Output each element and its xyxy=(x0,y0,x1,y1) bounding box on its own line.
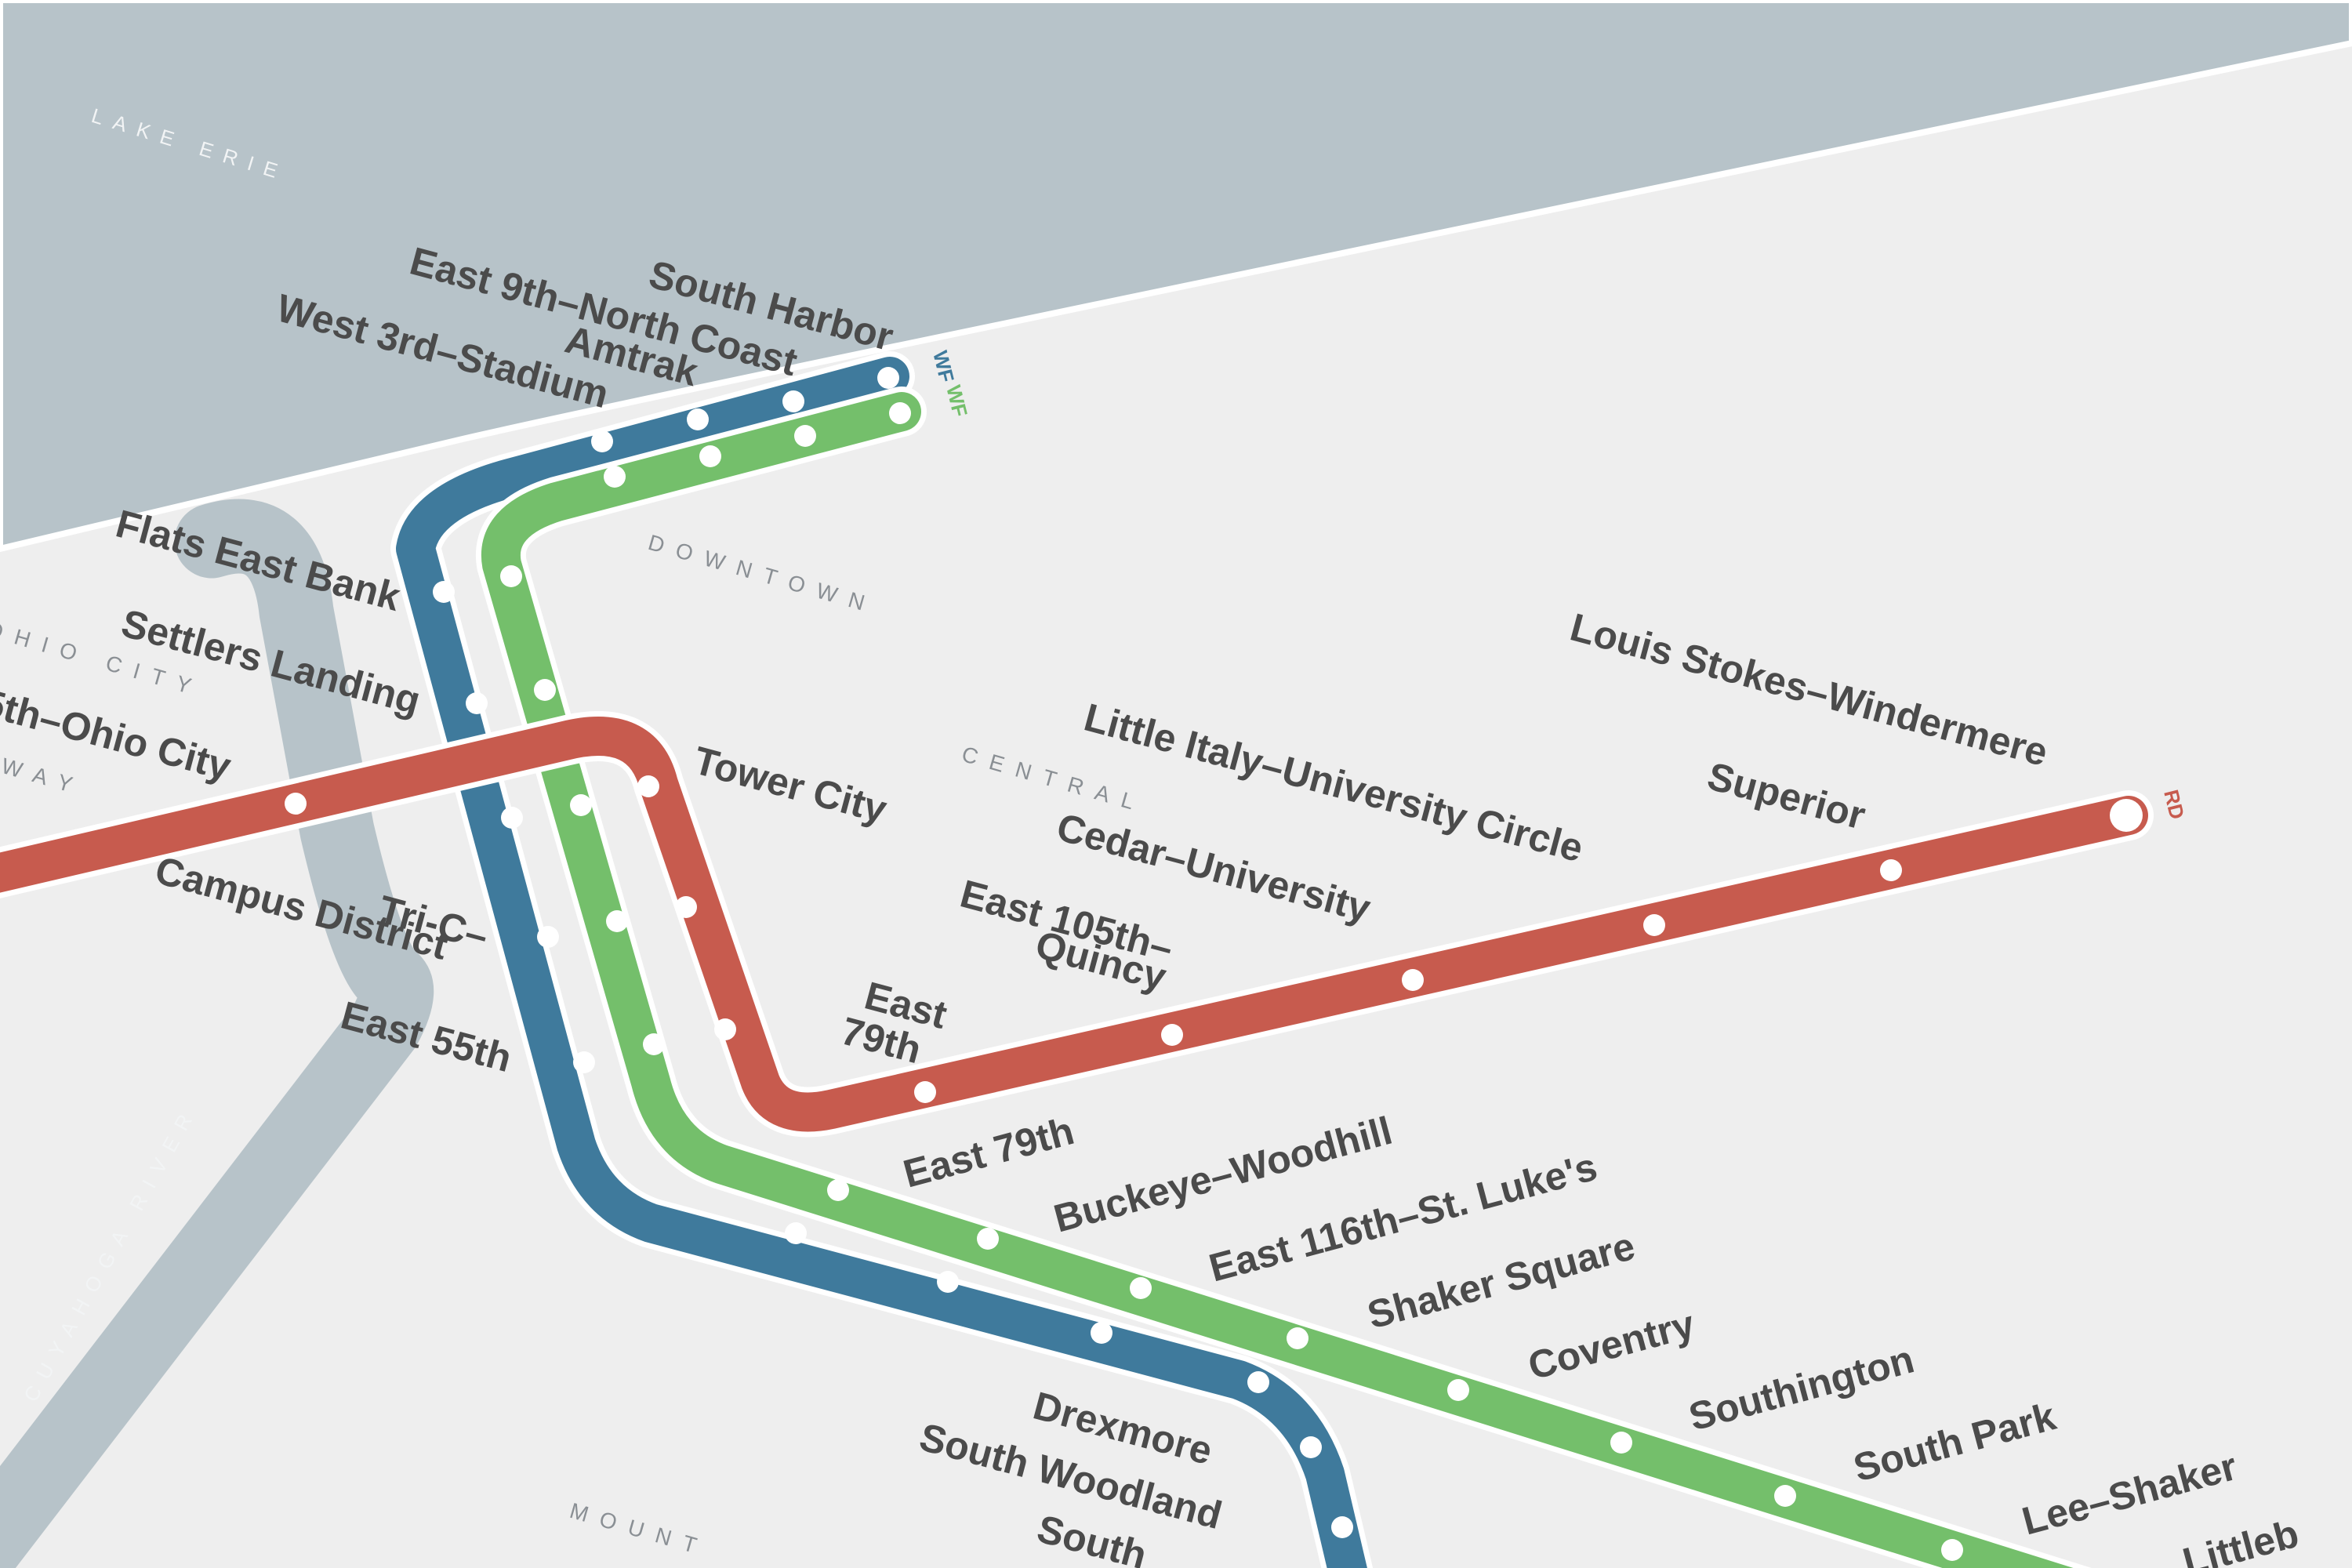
station-dot[interactable] xyxy=(675,896,697,918)
station-dot[interactable] xyxy=(1130,1277,1152,1299)
blue-line-tag: WF xyxy=(928,348,959,384)
station-label-tower-city: Tower City xyxy=(689,739,891,832)
station-dot[interactable] xyxy=(877,367,899,389)
station-dot[interactable] xyxy=(1091,1322,1112,1344)
station-dot[interactable] xyxy=(1300,1436,1322,1458)
green-line xyxy=(481,392,2074,1568)
station-dot[interactable] xyxy=(534,679,556,701)
station-label-south-park: South Park xyxy=(1849,1394,2060,1490)
station-dot[interactable] xyxy=(573,1051,595,1073)
station-label-southington: Southington xyxy=(1684,1337,1918,1439)
station-dot[interactable] xyxy=(977,1228,999,1250)
station-dot[interactable] xyxy=(1941,1539,1963,1561)
cuyahoga-river xyxy=(0,499,434,1568)
station-dot[interactable] xyxy=(591,430,613,452)
red-line-tag: RD xyxy=(2159,787,2189,822)
station-dot[interactable] xyxy=(1402,969,1424,991)
station-dot[interactable] xyxy=(785,1222,807,1244)
station-dot[interactable] xyxy=(433,581,455,603)
downtown-label: DOWNTOWN xyxy=(645,530,880,619)
station-dot[interactable] xyxy=(285,793,307,815)
station-dot[interactable] xyxy=(643,1033,665,1055)
way-label: WAY xyxy=(0,753,87,800)
station-dot[interactable] xyxy=(1774,1485,1796,1507)
lake-erie xyxy=(0,0,2352,552)
green-line-stations xyxy=(500,402,1963,1561)
station-dot[interactable] xyxy=(1247,1371,1269,1393)
station-dot[interactable] xyxy=(604,466,626,488)
station-label-superior: Superior xyxy=(1703,754,1870,838)
station-label-south-partial: South xyxy=(1033,1507,1151,1568)
central-label: CENTRAL xyxy=(959,742,1149,818)
station-dot[interactable] xyxy=(827,1179,849,1201)
station-dot[interactable] xyxy=(794,425,816,447)
station-dot[interactable] xyxy=(1287,1327,1308,1349)
blue-line xyxy=(396,357,1367,1568)
blue-line-stations xyxy=(433,367,1353,1538)
station-dot[interactable] xyxy=(501,807,523,829)
station-dot[interactable] xyxy=(687,408,709,430)
station-dot[interactable] xyxy=(466,692,488,714)
station-dot[interactable] xyxy=(1610,1432,1632,1454)
station-dot[interactable] xyxy=(889,402,911,424)
red-line-stations xyxy=(285,775,2143,1103)
station-dot[interactable] xyxy=(637,775,659,797)
station-label-lee-shaker: Lee–Shaker xyxy=(2017,1444,2241,1544)
station-label-east-79th: East 79th xyxy=(898,1109,1078,1196)
station-dot[interactable] xyxy=(570,794,592,816)
station-dot[interactable] xyxy=(1331,1516,1353,1538)
station-dot[interactable] xyxy=(782,390,804,412)
green-line-tag: WF xyxy=(942,383,972,419)
station-dot[interactable] xyxy=(914,1081,936,1103)
station-dot[interactable] xyxy=(500,565,522,587)
station-dot[interactable] xyxy=(714,1018,736,1040)
station-label-shaker-square: Shaker Square xyxy=(1363,1224,1639,1338)
station-dot[interactable] xyxy=(1447,1379,1469,1401)
station-dot[interactable] xyxy=(1161,1024,1183,1046)
station-dot[interactable] xyxy=(1880,859,1902,881)
station-dot[interactable] xyxy=(537,926,559,948)
station-label-coventry: Coventry xyxy=(1523,1301,1699,1388)
station-dot[interactable] xyxy=(2110,799,2143,832)
station-dot[interactable] xyxy=(606,910,628,932)
station-label-louis-stokes: Louis Stokes–Windermere xyxy=(1566,605,2053,775)
mount-label: MOUNT xyxy=(567,1498,711,1561)
station-label-littlebrook-partial: Littleb xyxy=(2178,1512,2303,1568)
station-dot[interactable] xyxy=(937,1271,959,1293)
station-dot[interactable] xyxy=(1643,914,1665,936)
station-dot[interactable] xyxy=(699,445,721,467)
